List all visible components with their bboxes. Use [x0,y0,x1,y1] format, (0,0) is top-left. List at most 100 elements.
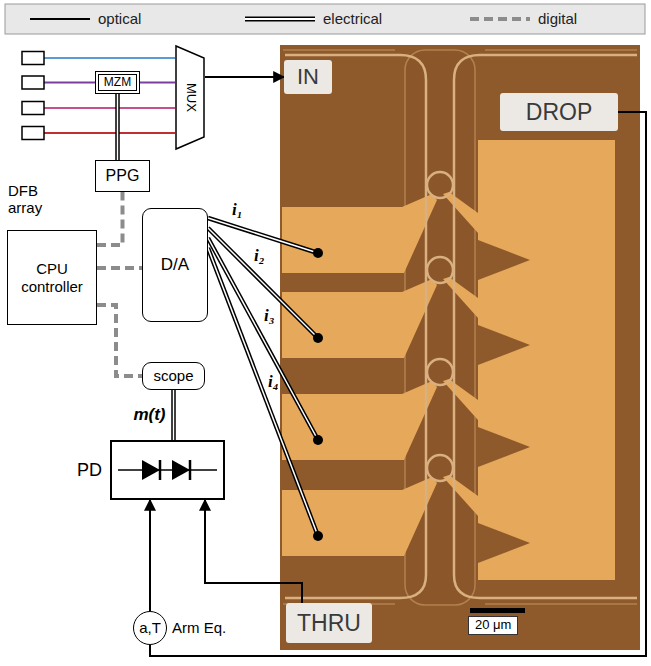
bus-waveguide [454,55,637,598]
node-text: a,T [139,619,161,636]
wire-core [117,94,119,160]
scope-box: scope [142,362,205,390]
mux-trapezoid: MUX [175,45,205,150]
chip-ground [280,45,640,650]
port-label: DROP [500,93,618,131]
electrode-gaps [478,240,530,563]
equalizer-circle: a,TArm Eq. [133,611,167,645]
gold-arm [443,475,478,516]
gold-pad [282,279,437,358]
optical-link [140,82,175,84]
ring-resonator [427,359,453,385]
laser-box [22,52,44,65]
gold-electrodes [282,192,478,556]
node-text: IN [297,64,319,89]
current-label: i₁ [232,200,243,220]
optical-link [149,500,151,611]
signal-label: m(t) [133,405,165,425]
ring-resonator [427,455,453,481]
connector-group [140,82,175,83]
node-heading: Arm Eq. [172,619,226,636]
electrode-gap [478,240,530,280]
legend-sample [470,19,530,20]
connector-group [173,390,174,440]
trench-outline [283,50,637,604]
contact-dot [313,248,323,258]
optical-link [205,76,284,78]
wire-core [208,228,318,338]
node-text: MZM [104,76,131,90]
array-label: DFB array [8,182,64,217]
wire-core [245,18,315,20]
node-text: PPG [106,167,140,185]
node-text: THRU [297,610,361,636]
scale-bar [470,608,525,613]
laser-box [22,127,44,140]
diode-wire [118,469,217,471]
connector-group [97,192,123,245]
generator-box: PPG [95,160,150,192]
optical-link [205,500,302,603]
legend-bar [5,4,645,34]
gold-arm [443,192,478,233]
electrical-link [115,94,120,160]
connector-group [205,77,284,78]
legend-sample [30,19,90,20]
electrical-wire [208,228,318,338]
waveguides [285,55,637,598]
gold-arm [443,379,478,420]
diode-bar [159,460,162,480]
optical-link [150,112,646,656]
wire-core [173,390,175,440]
laser-fibers [44,58,175,133]
connector-group [150,500,151,611]
laser-array [22,52,44,140]
current-label: i₄ [268,372,279,392]
gold-pad [282,477,437,556]
node-text: scope [153,367,193,384]
connector-group [117,94,118,160]
current-label: i₂ [254,246,265,266]
ring-resonator [427,257,453,283]
fiber-line [44,132,175,134]
digital-link [97,192,123,245]
current-wires [208,218,323,541]
chip-micrograph [280,45,640,650]
diode-symbol [142,460,160,480]
scale-label: 20 μm [468,616,518,635]
photodiode-symbols [118,460,217,480]
legend-sample [245,19,315,20]
legend-line [245,17,315,22]
ring-resonator [427,172,453,198]
fiber-line [44,57,175,59]
connector-group [205,500,302,603]
laser-box [22,102,44,115]
current-label: i₃ [264,306,275,326]
connector-group [97,305,142,376]
digital-link [97,266,142,270]
port-label: THRU [286,603,372,643]
converter-box: D/A [142,208,208,322]
contact-dot [313,435,323,445]
fiber-line [44,82,95,84]
diode-symbol [172,460,190,480]
legend-text: electrical [323,10,382,27]
modulator-box: MZM [95,71,140,94]
port-label: IN [284,60,332,94]
gold-electrode [478,140,615,580]
electrode-gap [478,523,530,563]
digital-link [97,305,142,376]
connector-group [150,112,646,656]
connector-group [97,268,142,269]
legend-line [30,18,90,20]
contact-dot [313,531,323,541]
node-heading: PD [77,460,102,481]
diode-bar [189,460,192,480]
electrical-link [171,390,176,440]
wire-core [208,238,318,440]
controller-box: CPU controller [7,230,97,325]
node-text: MUX [183,83,198,112]
node-text: DROP [526,99,592,125]
electrode-gap [478,427,530,467]
mux-shape [176,46,204,149]
